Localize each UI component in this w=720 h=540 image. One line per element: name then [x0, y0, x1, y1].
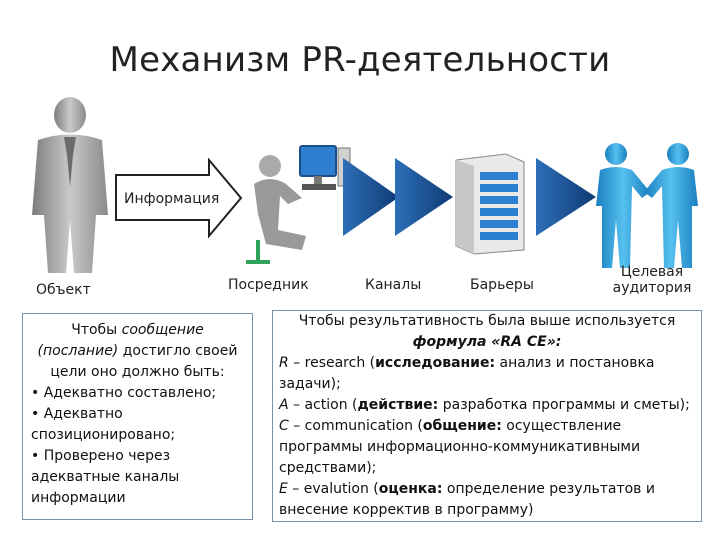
list-item: • Адекватно составлено;: [31, 385, 217, 401]
list-item: спозиционировано;: [31, 427, 176, 443]
handshake-icon: [596, 143, 698, 268]
computer-user-icon: [246, 145, 351, 264]
text: сообщение: [121, 322, 204, 338]
barriers-label: Барьеры: [470, 277, 534, 293]
mediator-label: Посредник: [228, 277, 309, 293]
message-requirements-box: Чтобы сообщение (послание) достигло свое…: [22, 313, 253, 520]
list-item: A – action (действие: разработка програм…: [279, 397, 690, 413]
person-icon: [32, 97, 108, 273]
list-item: • Проверено через: [31, 448, 171, 464]
list-item: информации: [31, 490, 126, 506]
info-label: Информация: [124, 191, 220, 207]
channels-label: Каналы: [365, 277, 422, 293]
race-formula-box: Чтобы результативность была выше использ…: [272, 310, 702, 522]
list-item: R – research (исследование: анализ и пос…: [279, 355, 655, 392]
audience-triangle-icon: [536, 158, 596, 236]
formula-title: формула «RA CE»:: [412, 334, 562, 350]
list-item: C – communication (общение: осуществлени…: [279, 418, 641, 476]
channels-triangles-icon: [343, 158, 453, 236]
audience-label-line2: аудитория: [612, 280, 692, 296]
text: Чтобы: [71, 322, 122, 338]
list-item: E – evalution (оценка: определение резул…: [279, 481, 655, 518]
object-label: Объект: [36, 282, 91, 298]
text: Чтобы результативность была выше использ…: [298, 313, 676, 329]
text: (послание): [37, 343, 119, 359]
list-item: адекватные каналы: [31, 469, 180, 485]
arrow-icon: [115, 158, 243, 238]
page-title: Механизм PR-деятельности: [109, 40, 611, 80]
server-icon: [455, 153, 525, 255]
audience-label: Целевая аудитория: [612, 264, 692, 296]
text: достигло своей: [118, 343, 238, 359]
list-item: • Адекватно: [31, 406, 123, 422]
audience-label-line1: Целевая: [620, 264, 684, 280]
text: цели оно должно быть:: [50, 364, 225, 380]
